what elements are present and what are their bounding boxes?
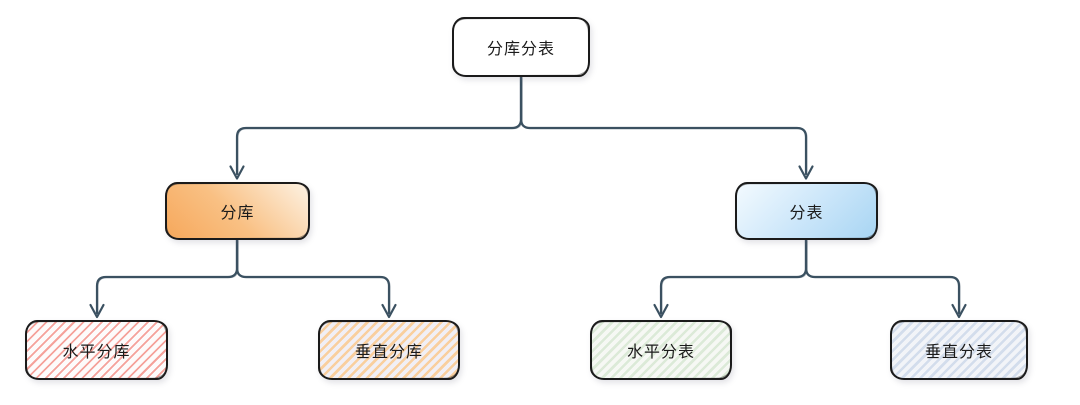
node-fenbiao-label: 分表	[789, 203, 824, 222]
arrowhead-fenbiao	[798, 165, 814, 180]
node-root: 分库分表	[452, 17, 590, 77]
edge-echo	[521, 76, 808, 176]
node-vertical-fenbiao: 垂直分表	[890, 320, 1028, 380]
edge-fenbiao-to-v-fenbiao	[804, 238, 961, 315]
node-horizontal-fenku-label: 水平分库	[62, 342, 131, 361]
node-vertical-fenbiao-label: 垂直分表	[924, 342, 993, 361]
node-horizontal-fenbiao-label: 水平分表	[626, 342, 695, 361]
edge-echo	[661, 239, 808, 315]
node-vertical-fenku: 垂直分库	[318, 320, 460, 380]
edge-echo	[97, 239, 239, 315]
arrowhead-v-fenku	[381, 303, 397, 319]
edge-fenbiao-to-h-fenbiao	[659, 238, 808, 315]
node-fenku-label: 分库	[220, 203, 255, 222]
node-vertical-fenku-label: 垂直分库	[354, 342, 423, 361]
edge-root-to-fenbiao	[519, 75, 808, 176]
edge-echo	[237, 76, 523, 176]
edge-root-to-fenku	[235, 75, 523, 176]
edge-fenku-to-h-fenku	[95, 238, 239, 315]
node-fenku: 分库	[165, 182, 310, 240]
edge-fenku-to-v-fenku	[235, 238, 391, 315]
arrowhead-v-fenbiao	[951, 303, 967, 319]
node-fenbiao: 分表	[735, 182, 878, 240]
arrowhead-fenku	[229, 165, 245, 180]
node-horizontal-fenku: 水平分库	[25, 320, 168, 380]
edge-echo	[237, 239, 391, 315]
edge-echo	[806, 239, 961, 315]
arrowhead-h-fenbiao	[653, 303, 669, 319]
node-root-label: 分库分表	[486, 39, 555, 58]
arrowhead-h-fenku	[89, 303, 105, 319]
node-horizontal-fenbiao: 水平分表	[590, 320, 732, 380]
